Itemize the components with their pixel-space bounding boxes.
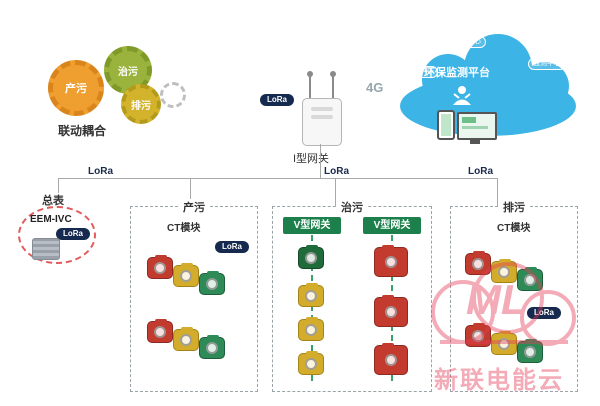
gear-label: 排污 xyxy=(131,100,151,112)
v-gateway-label: V型网关 xyxy=(363,217,421,234)
ct-sensor-icon xyxy=(465,251,491,275)
lora-badge: LoRa xyxy=(56,228,90,240)
gear-icon xyxy=(160,82,186,108)
4g-signal-icon: 4G xyxy=(366,80,384,95)
gear-label: 治污 xyxy=(118,66,138,78)
v-gateway-label: V型网关 xyxy=(283,217,341,234)
ct-sensor-icon xyxy=(517,267,543,291)
connector-line xyxy=(320,144,321,178)
cloud-sub-label: 运维中心 xyxy=(400,66,438,79)
bus-line xyxy=(58,178,498,179)
ct-sensor-icon xyxy=(147,319,173,343)
lora-badge: LoRa xyxy=(215,241,249,253)
lora-badge: LoRa xyxy=(527,307,561,319)
ct-sensor-icon xyxy=(298,245,324,269)
ct-sensor-icon xyxy=(173,263,199,287)
lora-label: LoRa xyxy=(324,166,349,177)
connector-line xyxy=(497,178,498,206)
user-icon xyxy=(453,86,471,105)
ct-sensor-icon xyxy=(298,283,324,307)
gateway-device-icon xyxy=(302,98,342,146)
meter-caption: 总表 xyxy=(42,195,64,207)
connector-line xyxy=(190,178,191,206)
ct-sensor-icon xyxy=(298,317,324,341)
section-discharge: 排污 CT模块 LoRa xyxy=(450,199,578,392)
lora-label: LoRa xyxy=(88,166,113,177)
cloud-sub-label: 监测中心 xyxy=(528,58,566,71)
lora-badge: LoRa xyxy=(260,94,294,106)
ct-sensor-icon xyxy=(199,271,225,295)
cloud-sub-label: 数据中心 xyxy=(448,36,486,49)
lora-label: LoRa xyxy=(468,166,493,177)
section-treat: 治污 V型网关 V型网关 xyxy=(272,199,432,392)
monitor-stand-icon xyxy=(470,140,480,144)
ct-sensor-icon xyxy=(298,351,324,375)
ct-module-caption: CT模块 xyxy=(497,223,531,234)
smartphone-icon xyxy=(437,110,455,140)
ct-sensor-icon xyxy=(465,323,491,347)
ct-sensor-icon xyxy=(374,343,408,375)
connector-line xyxy=(335,178,336,206)
ct-sensor-icon xyxy=(491,331,517,355)
section-produce: 产污 CT模块 LoRa xyxy=(130,199,258,392)
daisy-chain-line xyxy=(311,235,313,381)
gears-caption: 联动耦合 xyxy=(58,124,107,138)
antenna-icon xyxy=(330,71,336,100)
ct-sensor-icon xyxy=(374,245,408,277)
meter-group-outline xyxy=(18,206,96,264)
meter-model: EEM-IVC xyxy=(30,214,72,225)
ct-sensor-icon xyxy=(173,327,199,351)
ct-sensor-icon xyxy=(491,259,517,283)
gear-icon: 排污 xyxy=(121,84,161,124)
ct-sensor-icon xyxy=(147,255,173,279)
ct-sensor-icon xyxy=(374,295,408,327)
gear-label: 产污 xyxy=(65,83,87,95)
gateway-label: I型网关 xyxy=(293,153,330,165)
ct-sensor-icon xyxy=(517,339,543,363)
section-label: 产污 xyxy=(178,199,210,215)
gear-icon: 产污 xyxy=(48,60,104,116)
energy-meter-icon xyxy=(32,238,60,260)
ct-sensor-icon xyxy=(199,335,225,359)
section-label: 排污 xyxy=(498,199,530,215)
ct-module-caption: CT模块 xyxy=(167,223,201,234)
antenna-icon xyxy=(307,71,313,100)
connector-line xyxy=(58,178,59,193)
section-label: 治污 xyxy=(336,199,368,215)
cloud-platform-title: 环保监测平台 xyxy=(424,67,490,79)
monitor-icon xyxy=(457,112,497,140)
